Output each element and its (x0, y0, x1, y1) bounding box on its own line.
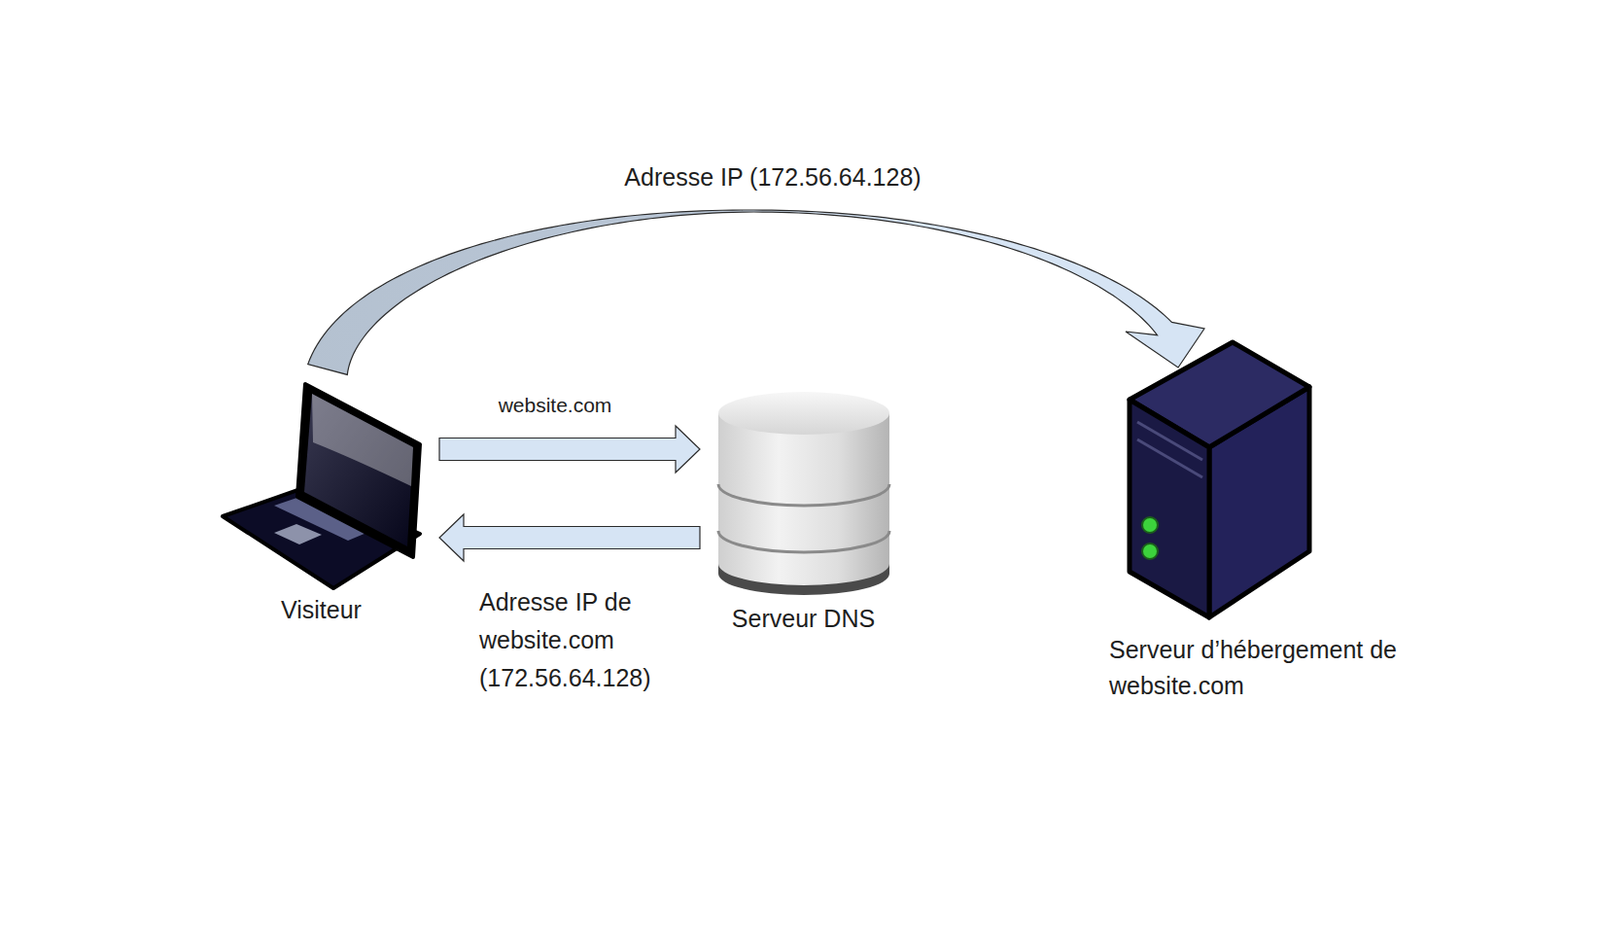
illustrated-node: Serveur d’hébergement de website.com (1109, 342, 1440, 704)
edge-label: Adresse IP (172.56.64.128) (529, 159, 1016, 196)
laptop-touchpad (274, 523, 322, 545)
edge-label: website.com (457, 391, 653, 419)
database-illustration (718, 391, 890, 595)
node-caption: Visiteur (222, 591, 420, 628)
laptop-illustration (222, 383, 420, 589)
cylinder-band (718, 530, 890, 553)
server-slot (1137, 421, 1203, 460)
illustrated-node: Serveur DNS (717, 390, 890, 637)
laptop-screen (304, 393, 414, 547)
server-led (1142, 543, 1158, 559)
cylinder-band (718, 484, 890, 506)
cylinder-body (718, 413, 890, 593)
node-caption: Serveur d’hébergement de website.com (1109, 631, 1440, 704)
laptop-screen-frame (297, 383, 420, 557)
illustrated-node: Visiteur (222, 369, 420, 628)
server-slot (1137, 439, 1203, 478)
node-label: Serveur d’hébergement de website.com (1109, 631, 1440, 704)
node-label: Serveur DNS (717, 600, 890, 637)
node-label: Visiteur (222, 591, 420, 628)
server-illustration (1129, 342, 1310, 618)
block-arrow (308, 209, 1205, 375)
edge-label: Adresse IP de website.com (172.56.64.128… (479, 583, 689, 697)
block-arrow (439, 425, 700, 473)
node-caption: Serveur DNS (717, 600, 890, 637)
server-front (1129, 399, 1210, 618)
server-led (1142, 517, 1158, 533)
cylinder-top (718, 391, 890, 435)
cylinder-rim (718, 563, 890, 595)
screen-gloss (312, 393, 414, 487)
block-arrow (439, 514, 700, 561)
